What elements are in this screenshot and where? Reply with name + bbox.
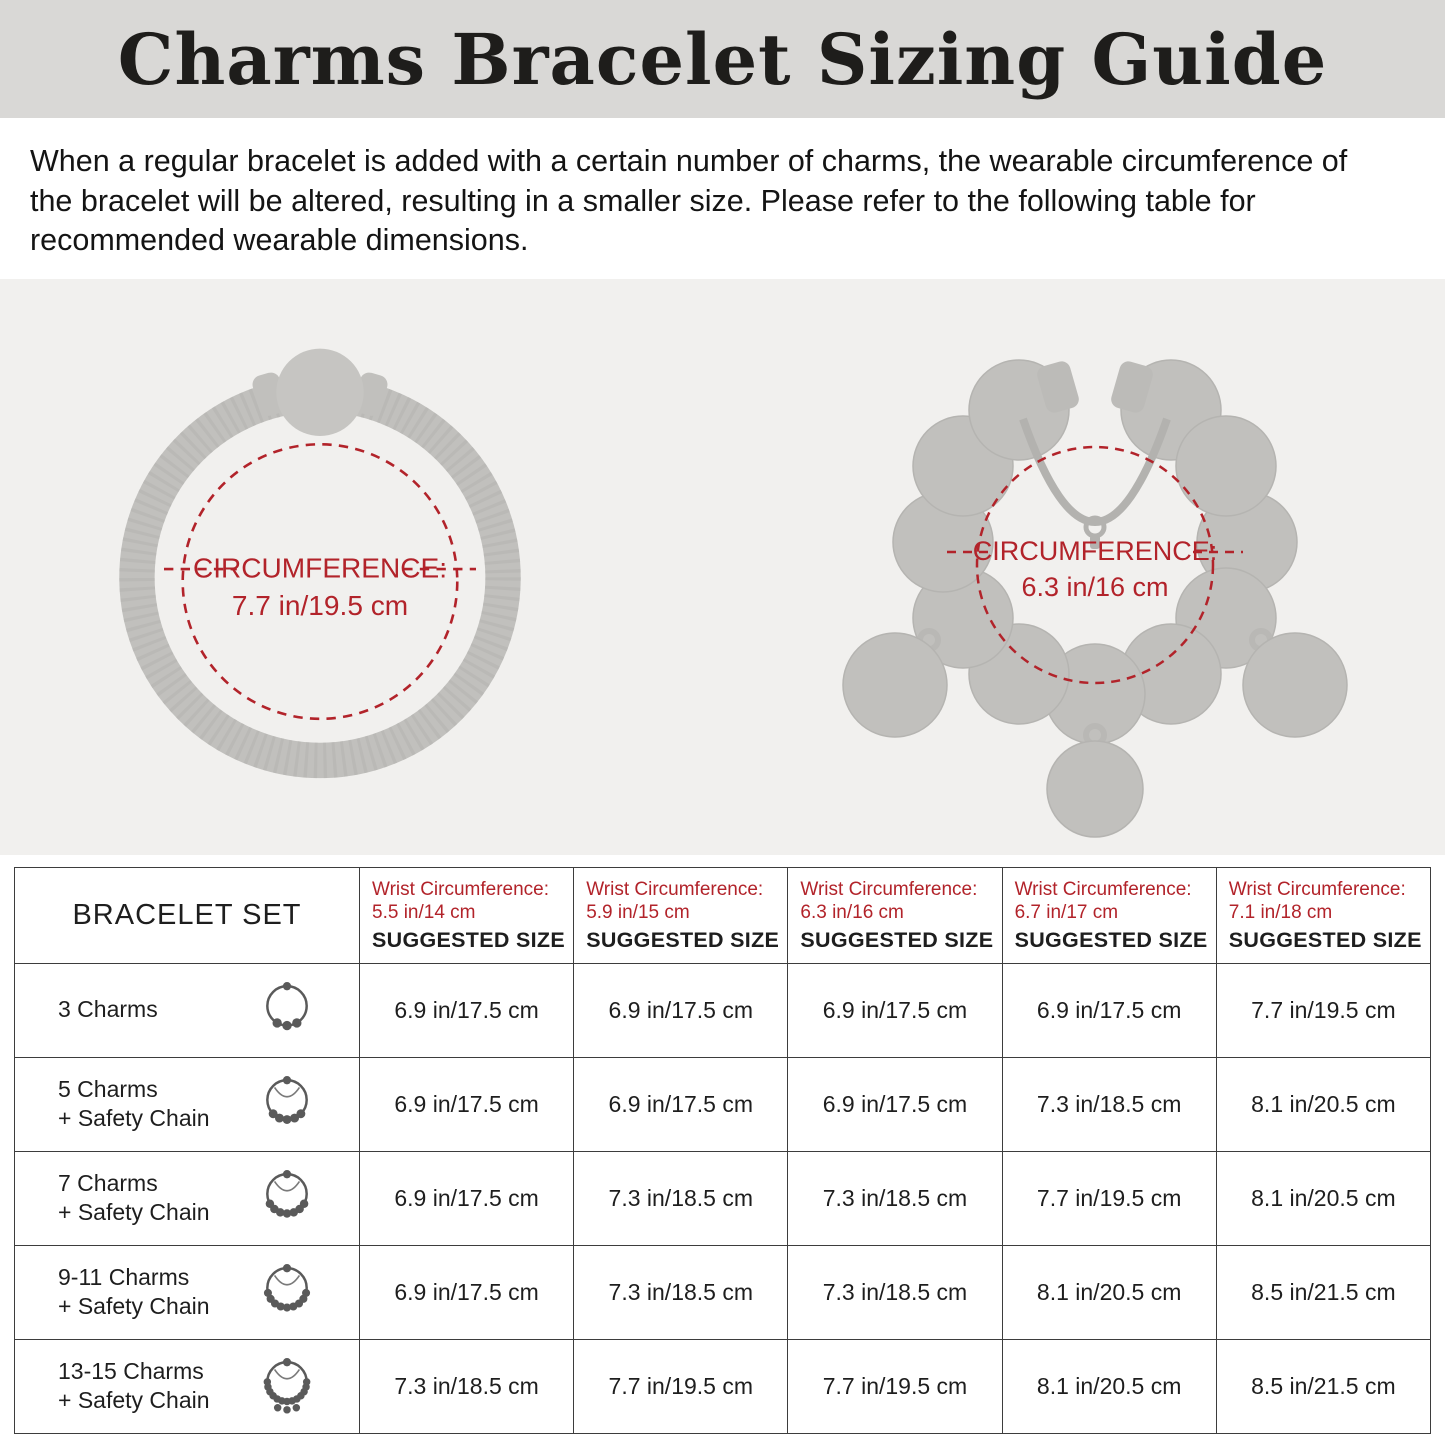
bracelet-set-name: 13-15 Charms + Safety Chain — [58, 1357, 210, 1414]
size-cell: 7.3 in/18.5 cm — [573, 1150, 789, 1246]
bracelet-set-cell: 7 Charms + Safety Chain — [16, 1169, 358, 1229]
bracelet-5-charms-icon — [258, 1075, 316, 1133]
size-cell: 6.9 in/17.5 cm — [787, 1056, 1003, 1152]
wrist-value-text: 7.1 in/18 cm — [1228, 902, 1333, 924]
sizing-table: BRACELET SET Wrist Circumference: 5.5 in… — [14, 866, 1432, 1434]
bracelet-set-cell: 13-15 Charms + Safety Chain — [16, 1357, 358, 1417]
wrist-circumference-label: Wrist Circumference: 7.1 in/18 cm — [1229, 878, 1424, 926]
bracelet-13-15-charms-icon — [258, 1357, 316, 1415]
charm-bracelet-diagram: CIRCUMFERENCE: 6.3 in/16 cm — [795, 287, 1395, 847]
size-cell: 6.9 in/17.5 cm — [358, 1056, 575, 1152]
wrist-value-text: 6.3 in/16 cm — [800, 902, 904, 924]
charms-circumference-label: CIRCUMFERENCE: — [973, 536, 1218, 566]
size-cell: 6.9 in/17.5 cm — [573, 962, 789, 1058]
wrist-label-text: Wrist Circumference: — [1228, 878, 1406, 900]
column-header-1: Wrist Circumference: 5.5 in/14 cm SUGGES… — [358, 866, 575, 964]
bracelet-set-name: 5 Charms + Safety Chain — [58, 1075, 210, 1132]
size-cell: 7.3 in/18.5 cm — [1001, 1056, 1217, 1152]
bracelet-set-name: 9-11 Charms + Safety Chain — [58, 1263, 210, 1320]
wrist-circumference-label: Wrist Circumference: 5.9 in/15 cm — [586, 878, 781, 926]
suggested-size-label: SUGGESTED SIZE — [1228, 928, 1422, 953]
wrist-circumference-label: Wrist Circumference: 6.7 in/17 cm — [1015, 878, 1210, 926]
column-header-2: Wrist Circumference: 5.9 in/15 cm SUGGES… — [573, 866, 789, 964]
size-cell: 7.3 in/18.5 cm — [787, 1150, 1003, 1246]
dangling-charms — [842, 627, 1348, 838]
bracelet-3-charms-icon — [258, 981, 316, 1039]
charm-bracelet-clasp — [1037, 361, 1153, 413]
wrist-value-text: 6.7 in/17 cm — [1014, 902, 1119, 924]
table-row-13-15-charms: 13-15 Charms + Safety Chain — [14, 1338, 1432, 1434]
wrist-label-text: Wrist Circumference: — [586, 878, 764, 900]
size-cell: 8.1 in/20.5 cm — [1215, 1150, 1432, 1246]
bracelet-set-cell: 9-11 Charms + Safety Chain — [16, 1263, 358, 1323]
table-row-7-charms: 7 Charms + Safety Chain — [14, 1150, 1432, 1246]
column-header-5: Wrist Circumference: 7.1 in/18 cm SUGGES… — [1215, 866, 1432, 964]
size-cell: 6.9 in/17.5 cm — [358, 1150, 575, 1246]
bracelet-clasp — [252, 348, 388, 436]
bracelet-set-name: 3 Charms — [58, 996, 158, 1023]
suggested-size-label: SUGGESTED SIZE — [372, 928, 565, 953]
wrist-circumference-label: Wrist Circumference: 6.3 in/16 cm — [800, 878, 995, 926]
table-row-9-11-charms: 9-11 Charms + Safety Chain — [14, 1244, 1432, 1340]
size-cell: 8.5 in/21.5 cm — [1215, 1338, 1432, 1434]
size-cell: 6.9 in/17.5 cm — [358, 962, 575, 1058]
charm-beads — [892, 359, 1298, 745]
suggested-size-label: SUGGESTED SIZE — [586, 928, 780, 953]
bracelet-set-cell: 5 Charms + Safety Chain — [16, 1075, 358, 1135]
size-cell: 6.9 in/17.5 cm — [573, 1056, 789, 1152]
charms-circumference-value: 6.3 in/16 cm — [1021, 572, 1168, 602]
header-banner: Charms Bracelet Sizing Guide — [0, 0, 1445, 118]
wrist-value-text: 5.9 in/15 cm — [586, 902, 690, 924]
column-header-3: Wrist Circumference: 6.3 in/16 cm SUGGES… — [787, 866, 1003, 964]
page-title: Charms Bracelet Sizing Guide — [117, 17, 1328, 101]
size-cell: 8.1 in/20.5 cm — [1001, 1244, 1217, 1340]
size-cell: 7.7 in/19.5 cm — [573, 1338, 789, 1434]
size-cell: 7.7 in/19.5 cm — [1215, 962, 1432, 1058]
plain-bracelet-illustration: CIRCUMFERENCE: 7.7 in/19.5 cm — [119, 348, 521, 779]
size-cell: 7.3 in/18.5 cm — [787, 1244, 1003, 1340]
bracelet-9-11-charms-icon — [258, 1263, 316, 1321]
size-cell: 6.9 in/17.5 cm — [358, 1244, 575, 1340]
wrist-circumference-label: Wrist Circumference: 5.5 in/14 cm — [372, 878, 567, 926]
suggested-size-label: SUGGESTED SIZE — [800, 928, 994, 953]
bracelet-7-charms-icon — [258, 1169, 316, 1227]
column-header-4: Wrist Circumference: 6.7 in/17 cm SUGGES… — [1001, 866, 1217, 964]
wrist-value-text: 5.5 in/14 cm — [372, 902, 476, 924]
diagram-section: CIRCUMFERENCE: 7.7 in/19.5 cm — [0, 278, 1445, 855]
table-header-row: BRACELET SET Wrist Circumference: 5.5 in… — [14, 866, 1432, 964]
circumference-dashed-circle — [164, 442, 476, 721]
size-cell: 8.5 in/21.5 cm — [1215, 1244, 1432, 1340]
size-cell: 6.9 in/17.5 cm — [1001, 962, 1217, 1058]
bracelet-set-header: BRACELET SET — [14, 866, 360, 964]
intro-paragraph: When a regular bracelet is added with a … — [30, 144, 1348, 258]
plain-circumference-value: 7.7 in/19.5 cm — [232, 590, 408, 621]
size-cell: 8.1 in/20.5 cm — [1001, 1338, 1217, 1434]
wrist-label-text: Wrist Circumference: — [1014, 878, 1192, 900]
bracelet-set-name: 7 Charms + Safety Chain — [58, 1169, 210, 1226]
table-row-5-charms: 5 Charms + Safety Chain — [14, 1056, 1432, 1152]
size-cell: 6.9 in/17.5 cm — [787, 962, 1003, 1058]
size-cell: 7.3 in/18.5 cm — [573, 1244, 789, 1340]
suggested-size-label: SUGGESTED SIZE — [1014, 928, 1208, 953]
size-cell: 7.3 in/18.5 cm — [358, 1338, 575, 1434]
wrist-label-text: Wrist Circumference: — [800, 878, 978, 900]
size-cell: 7.7 in/19.5 cm — [1001, 1150, 1217, 1246]
sizing-table-section: BRACELET SET Wrist Circumference: 5.5 in… — [0, 855, 1445, 1434]
table-row-3-charms: 3 Charms — [14, 962, 1432, 1058]
bracelet-set-cell: 3 Charms — [16, 981, 358, 1039]
charm-bracelet-illustration: CIRCUMFERENCE: 6.3 in/16 cm — [842, 359, 1348, 838]
plain-circumference-label: CIRCUMFERENCE: — [193, 552, 447, 583]
wrist-label-text: Wrist Circumference: — [372, 878, 550, 900]
safety-chain — [1019, 417, 1171, 549]
plain-bracelet-diagram: CIRCUMFERENCE: 7.7 in/19.5 cm — [60, 307, 580, 827]
size-cell: 8.1 in/20.5 cm — [1215, 1056, 1432, 1152]
circumference-dashed-circle — [947, 445, 1243, 685]
size-cell: 7.7 in/19.5 cm — [787, 1338, 1003, 1434]
